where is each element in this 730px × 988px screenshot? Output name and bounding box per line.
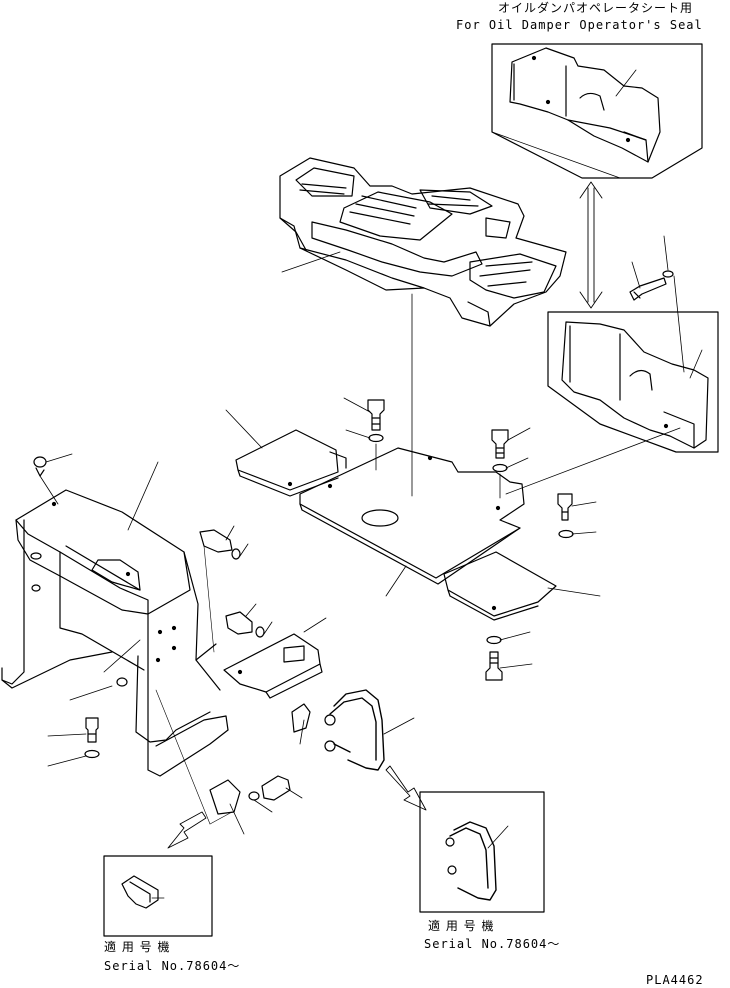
inset-right-box <box>548 312 718 452</box>
bolt-lower-right <box>486 637 502 681</box>
inset-top-title-en: For Oil Damper Operator's Seal <box>456 18 703 32</box>
leader-seal-right <box>690 350 702 378</box>
inset-bottom-left-label-en: Serial No.78604～ <box>104 959 241 973</box>
side-plate-left <box>236 430 346 496</box>
hinge-plate <box>224 634 322 698</box>
arrow-to-left-inset <box>168 812 206 848</box>
step-bracket <box>210 776 290 814</box>
leader-seal-top <box>616 70 636 96</box>
clip <box>292 704 310 744</box>
inset-top-title-jp: オイルダンパオペレータシート用 <box>498 1 694 15</box>
seal-cover-part-top <box>510 48 660 162</box>
bolt-lower-left <box>85 718 99 758</box>
handrail-part-inset <box>446 822 496 900</box>
inset-bottom-left-box <box>104 856 212 936</box>
leader-floor-plate <box>386 566 406 596</box>
leader-floor-mat <box>282 252 340 272</box>
bolt-right-inset <box>630 271 673 300</box>
bolt-center-left <box>368 400 384 470</box>
bolt-mid <box>226 612 264 637</box>
seal-cover-part-right <box>562 322 708 448</box>
floor-mat <box>280 158 566 326</box>
double-arrow <box>580 182 602 308</box>
floor-plate <box>300 448 524 584</box>
inset-bottom-right-label-en: Serial No.78604～ <box>424 937 561 951</box>
bolt-mid-left <box>200 530 240 559</box>
drawing-code: PLA4462 <box>646 973 704 987</box>
bolt-frame-top <box>34 457 46 476</box>
inset-bottom-left-label-jp: 適 用 号 機 <box>104 940 171 954</box>
bolt-center-right <box>492 430 508 498</box>
inset-bottom-right-label-jp: 適 用 号 機 <box>428 919 495 933</box>
handrail-main <box>325 690 384 770</box>
inset-top-box <box>492 44 702 178</box>
inset-bottom-right-box <box>420 792 544 912</box>
leader-right-box <box>506 428 680 494</box>
frame-structure <box>2 490 228 776</box>
bolt-right <box>558 494 573 538</box>
clip-part-inset <box>122 876 164 908</box>
side-plate-right <box>444 552 556 620</box>
